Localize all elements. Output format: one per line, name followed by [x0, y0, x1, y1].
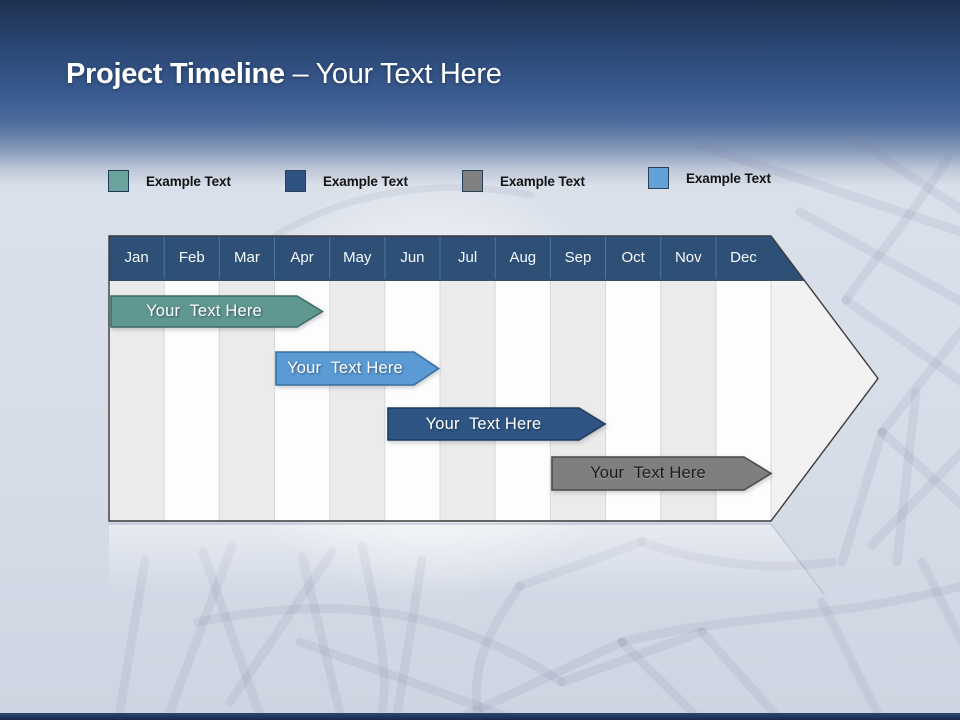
timeline-bar-lightblue[interactable]: Your Text Here	[275, 351, 440, 386]
month-header-row: Jan Feb Mar Apr May Jun Jul Aug Sep Oct …	[109, 235, 771, 280]
month-cell-aug: Aug	[509, 249, 537, 266]
month-cell-jun: Jun	[400, 249, 425, 266]
legend-item-1[interactable]: Example Text	[108, 170, 231, 192]
slide-title[interactable]: Project Timeline – Your Text Here	[66, 58, 502, 91]
legend-item-2[interactable]: Example Text	[285, 170, 408, 192]
month-cell-oct: Oct	[621, 249, 645, 266]
legend-swatch-teal	[108, 170, 129, 192]
month-cell-feb: Feb	[178, 249, 205, 266]
month-cell-may: May	[343, 249, 372, 266]
timeline-bar-label: Your Text Here	[590, 464, 706, 482]
arrow-outline	[108, 235, 879, 522]
month-cell-apr: Apr	[290, 249, 314, 266]
month-cell-jan: Jan	[124, 249, 149, 266]
month-cell-dec: Dec	[730, 249, 757, 266]
net-lines	[113, 135, 960, 720]
legend-label: Example Text	[146, 173, 231, 189]
slide-title-placeholder: – Your Text Here	[284, 58, 502, 90]
month-cell-mar: Mar	[234, 249, 260, 266]
month-cell-nov: Nov	[674, 249, 702, 266]
timeline-bar-darkblue[interactable]: Your Text Here	[387, 407, 607, 441]
month-header-band	[109, 236, 805, 281]
slide-title-main: Project Timeline	[66, 58, 285, 90]
legend-swatch-lightblue	[648, 167, 669, 189]
timeline-bar-label: Your Text Here	[287, 359, 403, 377]
legend-label: Example Text	[686, 170, 771, 186]
top-gradient-band	[0, 0, 960, 185]
legend-swatch-gray	[462, 170, 483, 192]
month-cell-jul: Jul	[458, 249, 478, 266]
timeline-arrow-table	[108, 235, 879, 522]
legend-label: Example Text	[323, 173, 408, 189]
month-header-dividers	[163, 237, 717, 279]
month-cell-sep: Sep	[564, 249, 592, 266]
legend-item-4[interactable]: Example Text	[648, 167, 771, 189]
legend-swatch-darkblue	[285, 170, 306, 192]
timeline-bar-label: Your Text Here	[146, 302, 262, 320]
table-reflection	[109, 523, 825, 595]
timeline-bar-label: Your Text Here	[425, 414, 542, 433]
timeline-bar-gray[interactable]: Your Text Here	[551, 456, 773, 491]
ball-seam-arc	[251, 183, 534, 254]
legend-item-3[interactable]: Example Text	[462, 170, 585, 192]
legend-label: Example Text	[500, 173, 585, 189]
timeline-bar-teal[interactable]: Your Text Here	[110, 295, 324, 328]
timeline-chart: Jan Feb Mar Apr May Jun Jul Aug Sep Oct …	[108, 235, 884, 523]
bottom-accent-bar	[0, 713, 960, 720]
